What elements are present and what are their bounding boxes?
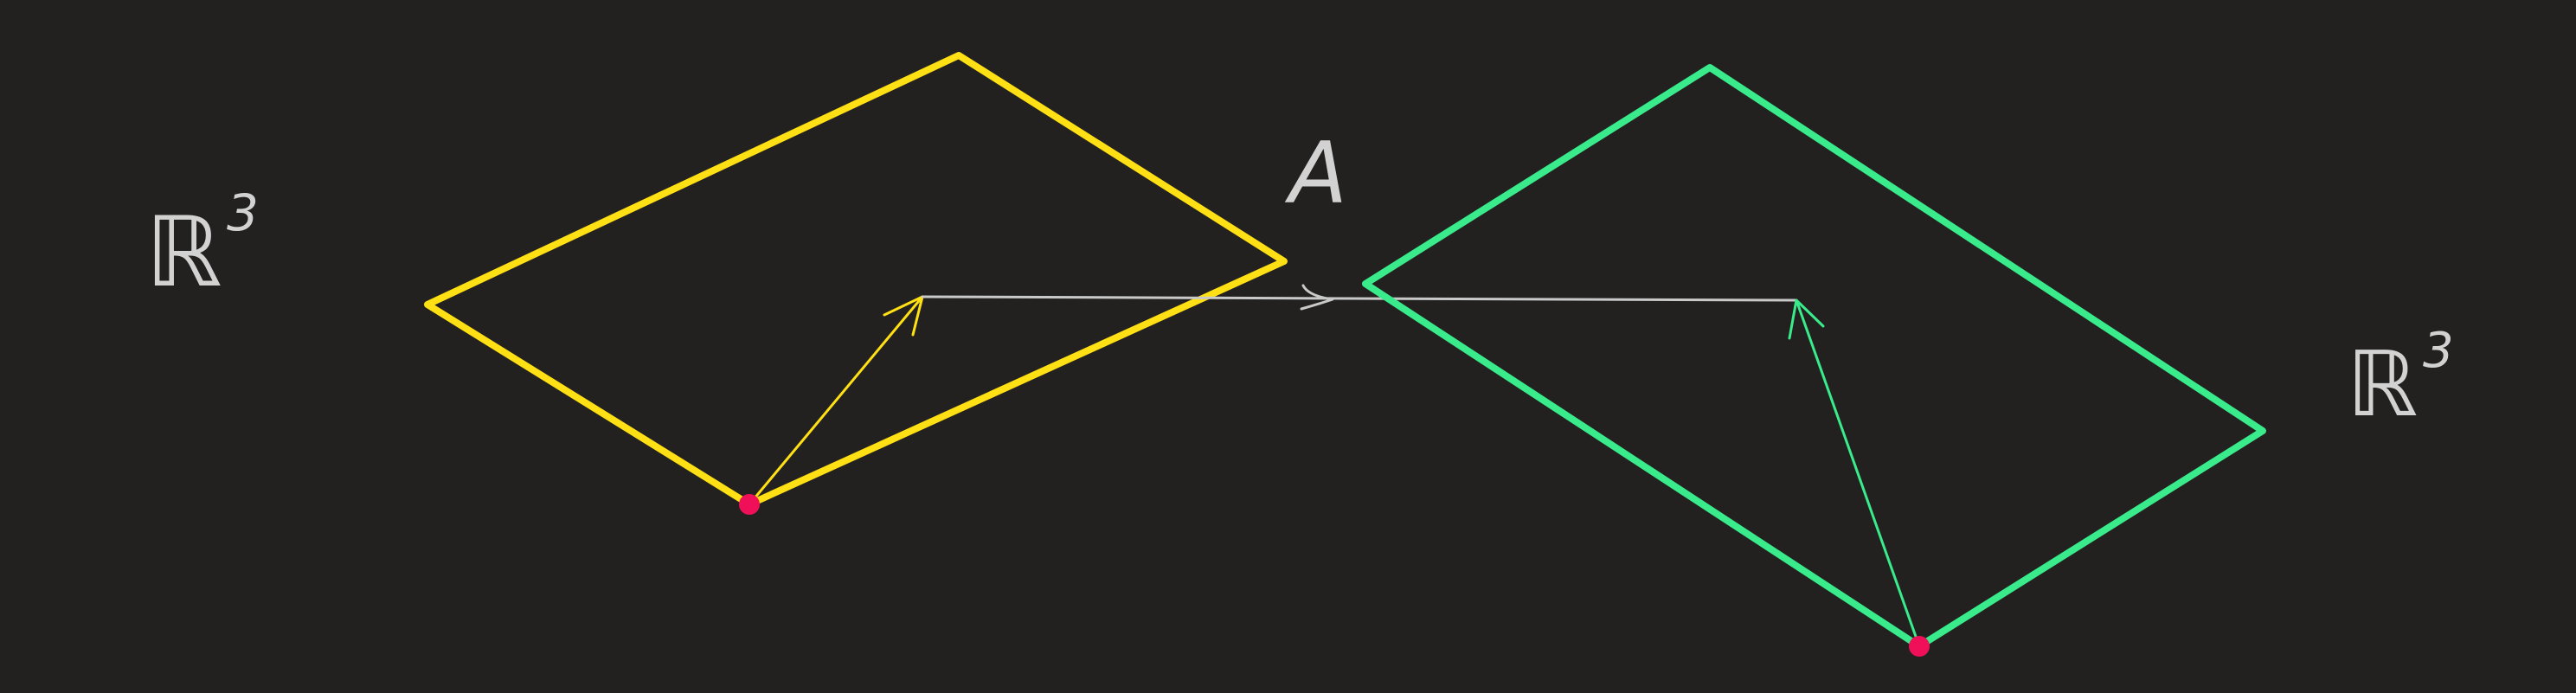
right-vector-arrow bbox=[1788, 298, 1921, 648]
right-space-symbol: ℝ bbox=[2347, 331, 2418, 437]
right-space-exponent: 3 bbox=[2423, 323, 2454, 379]
right-plane-parallelogram bbox=[1362, 64, 2266, 650]
left-origin-point bbox=[739, 494, 760, 515]
transform-label: A bbox=[1284, 125, 1347, 223]
right-space-label: ℝ 3 bbox=[2347, 323, 2454, 437]
left-vector-shaft bbox=[748, 295, 924, 506]
mapping-arrow-head bbox=[1300, 284, 1334, 311]
right-origin-point bbox=[1909, 636, 1930, 657]
right-vector-shaft bbox=[1795, 298, 1921, 648]
transform-mapping-arrow bbox=[921, 284, 1798, 311]
left-plane-parallelogram bbox=[424, 52, 1288, 508]
left-vector-arrow bbox=[748, 295, 924, 506]
mapping-arrow-shaft bbox=[921, 295, 1798, 302]
left-space-symbol: ℝ bbox=[145, 196, 222, 309]
left-space-label: ℝ 3 bbox=[145, 183, 259, 309]
left-space-exponent: 3 bbox=[227, 183, 259, 242]
right-vector-arrowhead bbox=[1788, 298, 1825, 340]
